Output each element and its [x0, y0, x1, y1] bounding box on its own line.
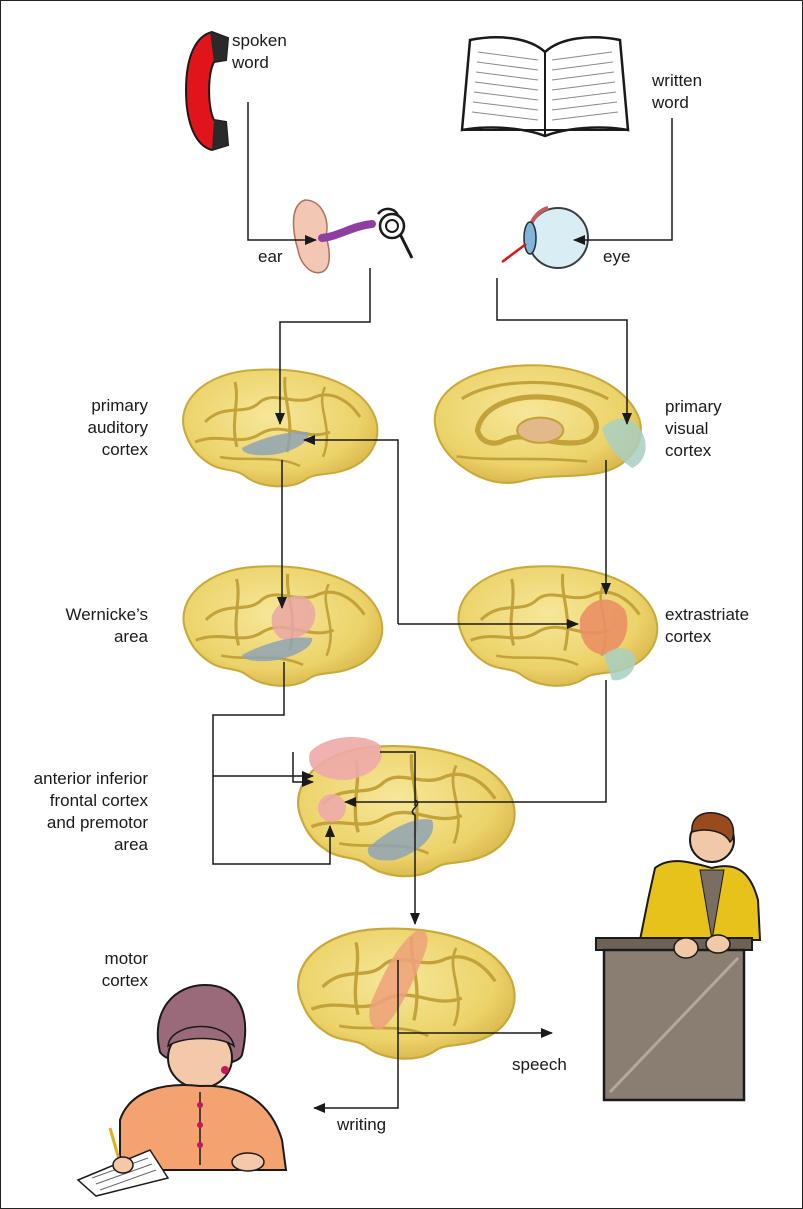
- spoken-word-line-1: spoken: [232, 30, 287, 52]
- ear-icon: [294, 200, 412, 273]
- extrastriate-line-1: extrastriate: [665, 604, 749, 626]
- primary-auditory-line-3: cortex: [40, 439, 148, 461]
- primary-auditory-cortex-label: primary auditory cortex: [40, 395, 148, 461]
- frontal-line-2: frontal cortex: [6, 790, 148, 812]
- written-word-label: written word: [652, 70, 702, 114]
- motor-line-2: cortex: [40, 970, 148, 992]
- eye-icon: [502, 208, 588, 268]
- premotor-region: [318, 794, 346, 822]
- speech-label: speech: [512, 1054, 567, 1076]
- primary-visual-line-2: visual: [665, 418, 722, 440]
- ear-label: ear: [258, 246, 283, 268]
- arrow-book-to-eye: [574, 118, 672, 240]
- primary-auditory-line-1: primary: [40, 395, 148, 417]
- speaker-illustration: [596, 813, 760, 1100]
- extrastriate-visual-region: [604, 648, 636, 680]
- wernicke-line-2: area: [30, 626, 148, 648]
- extrastriate-cortex-label: extrastriate cortex: [665, 604, 749, 648]
- writing-label: writing: [337, 1114, 386, 1136]
- eye-label: eye: [603, 246, 630, 268]
- primary-visual-cortex-label: primary visual cortex: [665, 396, 722, 462]
- writer-illustration: [78, 985, 286, 1196]
- frontal-line-1: anterior inferior: [6, 768, 148, 790]
- anterior-inferior-frontal-label: anterior inferior frontal cortex and pre…: [6, 768, 148, 856]
- telephone-icon: [186, 32, 228, 150]
- book-icon: [462, 37, 628, 136]
- extrastriate-line-2: cortex: [665, 626, 749, 648]
- spoken-word-label: spoken word: [232, 30, 287, 74]
- frontal-line-3: and premotor: [6, 812, 148, 834]
- motor-line-1: motor: [40, 948, 148, 970]
- wernicke-line-1: Wernicke’s: [30, 604, 148, 626]
- motor-cortex-label: motor cortex: [40, 948, 148, 992]
- written-word-line-2: word: [652, 92, 702, 114]
- spoken-word-line-2: word: [232, 52, 287, 74]
- primary-auditory-line-2: auditory: [40, 417, 148, 439]
- primary-visual-line-3: cortex: [665, 440, 722, 462]
- primary-visual-line-1: primary: [665, 396, 722, 418]
- wernickes-area-label: Wernicke’s area: [30, 604, 148, 648]
- written-word-line-1: written: [652, 70, 702, 92]
- frontal-line-4: area: [6, 834, 148, 856]
